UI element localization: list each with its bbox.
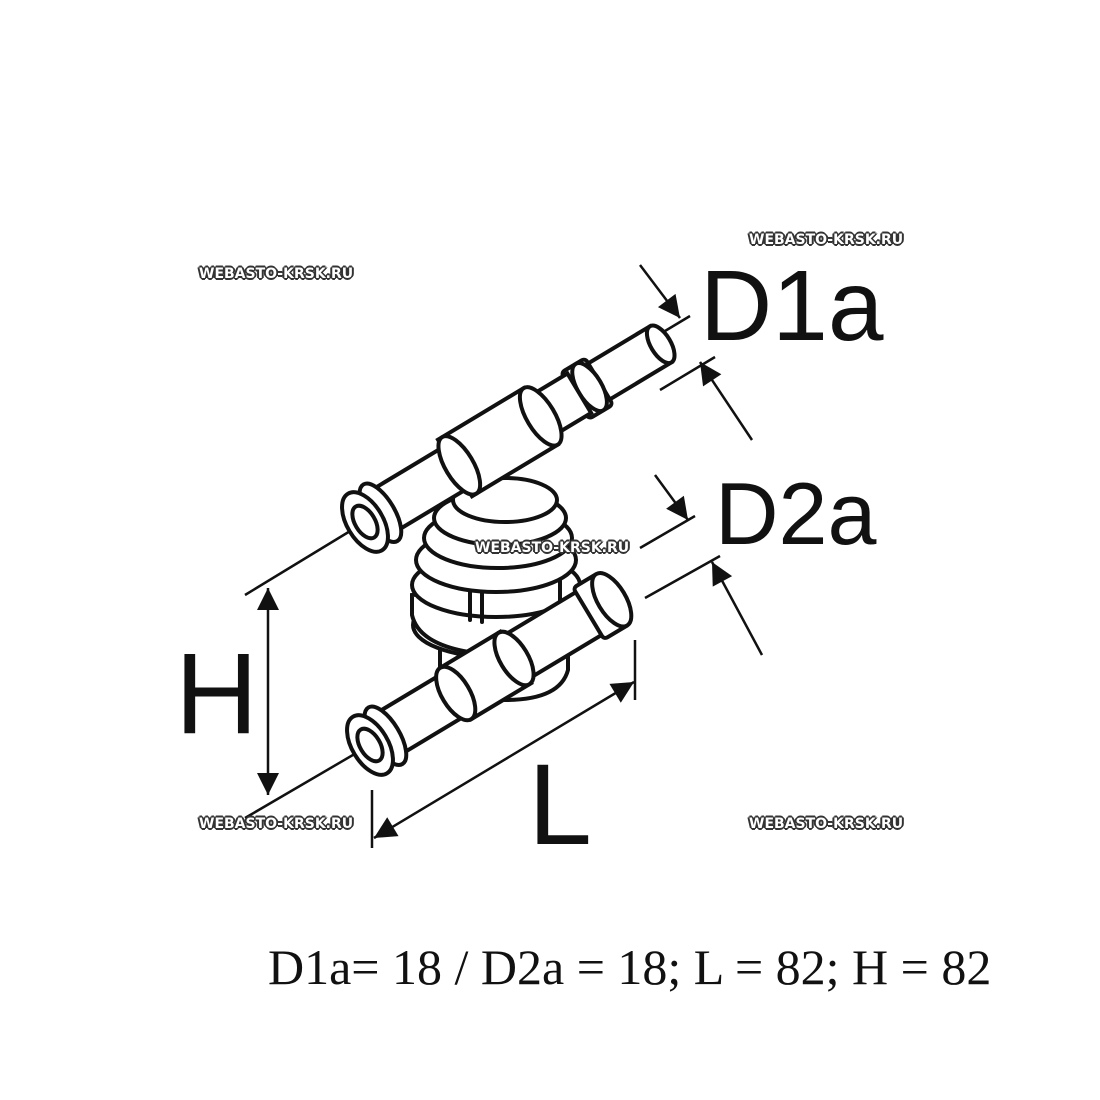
- h-label: H: [175, 630, 259, 758]
- d1a-dimension-line-lower: [698, 361, 754, 441]
- d1a-label: D1a: [700, 250, 884, 362]
- watermark: WEBASTO-KRSK.RU: [199, 266, 354, 282]
- watermark: WEBASTO-KRSK.RU: [749, 816, 904, 832]
- watermark: WEBASTO-KRSK.RU: [199, 816, 354, 832]
- l-dimension-line: [373, 680, 635, 840]
- watermark: WEBASTO-KRSK.RU: [749, 232, 904, 248]
- extension-lines: [244, 314, 721, 848]
- d2a-label: D2a: [715, 464, 877, 563]
- d1a-dimension-line: [639, 264, 681, 319]
- valve-body: [410, 476, 582, 703]
- watermark: WEBASTO-KRSK.RU: [475, 540, 630, 556]
- d2a-dimension-line: [653, 474, 690, 521]
- dimension-specification: D1a= 18 / D2a = 18; L = 82; H = 82: [268, 939, 992, 995]
- l-label: L: [528, 741, 592, 869]
- top-pipe: [340, 323, 677, 554]
- d2a-dimension-line-lower: [710, 561, 764, 656]
